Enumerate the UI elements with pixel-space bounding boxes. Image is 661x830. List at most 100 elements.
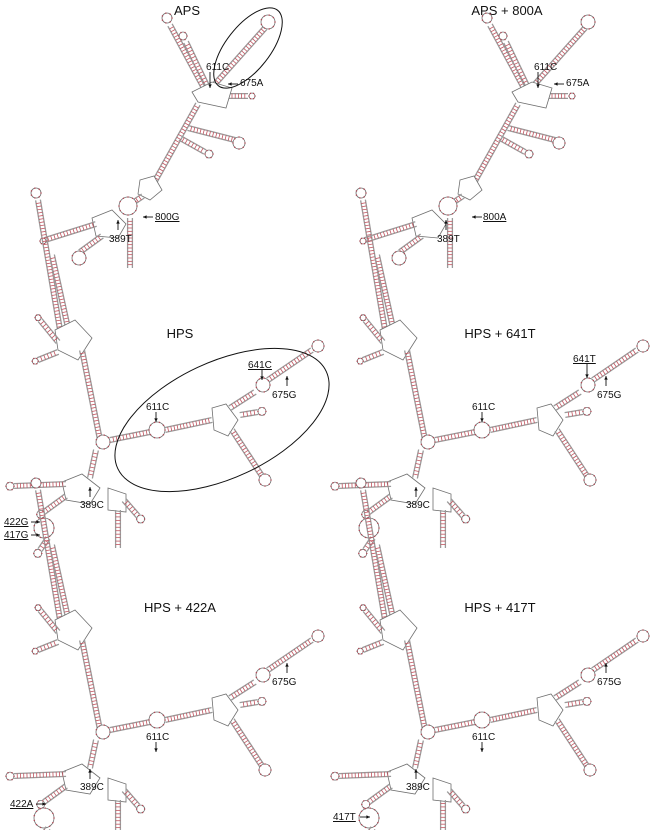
- loop-outline: [461, 804, 471, 814]
- base-pair: [184, 139, 188, 144]
- nucleotide: [263, 15, 266, 17]
- rna-loop: [258, 763, 272, 777]
- base-pair: [55, 572, 61, 575]
- nucleotide: [438, 205, 440, 207]
- base-pair: [579, 756, 584, 760]
- base-pair: [53, 234, 56, 240]
- base-pair: [44, 326, 49, 331]
- mutation-label-611c: 611C: [206, 62, 229, 73]
- base-pair: [242, 447, 247, 451]
- base-pair: [386, 785, 390, 791]
- nucleotide: [585, 483, 587, 485]
- base-pair: [379, 600, 385, 602]
- base-pair: [176, 40, 182, 44]
- base-pair: [189, 63, 194, 67]
- base-pair: [215, 132, 218, 138]
- base-pair: [51, 581, 56, 583]
- base-pair: [495, 716, 498, 722]
- base-pair: [238, 731, 244, 736]
- nucleotide: [259, 414, 261, 416]
- rna-helix: [364, 221, 417, 243]
- nucleotide: [122, 213, 125, 215]
- rna-helix: [228, 389, 257, 411]
- base-pair: [437, 436, 440, 442]
- base-pair: [299, 645, 303, 650]
- nucleotide: [489, 13, 491, 15]
- helix-strand: [240, 703, 259, 709]
- nucleotide: [588, 667, 590, 669]
- base-pair: [409, 664, 415, 667]
- base-pair: [252, 463, 258, 467]
- base-pair: [40, 517, 46, 520]
- base-pair: [304, 641, 309, 646]
- rna-helix: [49, 544, 71, 619]
- mutation-label-417t: 417T: [333, 812, 356, 823]
- nucleotide: [274, 21, 276, 23]
- base-pair: [414, 690, 420, 693]
- base-pair: [416, 459, 422, 462]
- nucleotide: [588, 681, 590, 683]
- rna-helix: [434, 429, 476, 443]
- base-pair: [176, 424, 179, 430]
- nucleotide: [74, 251, 77, 253]
- base-pair: [415, 463, 421, 465]
- nucleotide: [313, 349, 315, 351]
- base-pair: [187, 116, 193, 120]
- base-pair: [274, 662, 278, 667]
- base-pair: [181, 128, 186, 132]
- nucleotide: [360, 810, 363, 813]
- base-pair: [44, 616, 49, 621]
- pointer-arrow: [260, 370, 264, 380]
- nucleotide: [642, 629, 644, 631]
- nucleotide: [593, 483, 595, 485]
- base-pair: [59, 298, 65, 301]
- base-pair: [50, 352, 53, 358]
- rna-helix: [368, 826, 376, 830]
- base-pair: [170, 426, 173, 432]
- rna-loop: [358, 548, 368, 558]
- base-pair: [596, 664, 601, 669]
- base-pair: [236, 729, 242, 733]
- base-pair: [417, 703, 423, 706]
- rna-loop: [30, 477, 42, 489]
- base-pair: [370, 259, 376, 262]
- base-pair: [44, 539, 50, 542]
- base-pair: [58, 585, 64, 588]
- base-pair: [47, 505, 52, 511]
- nucleotide: [33, 552, 35, 555]
- base-pair: [53, 273, 59, 275]
- base-pair: [243, 740, 249, 744]
- base-pair: [375, 284, 380, 287]
- base-pair: [580, 28, 585, 33]
- base-pair: [82, 655, 88, 657]
- multi-branch-loop: [54, 319, 93, 361]
- nucleotide: [483, 436, 486, 439]
- base-pair: [563, 731, 569, 736]
- pointer-arrow: [228, 82, 238, 86]
- rna-helix: [212, 25, 268, 87]
- base-pair: [375, 577, 381, 580]
- rna-loop: [583, 763, 597, 777]
- highlight-ellipse: [114, 347, 330, 493]
- nucleotide: [263, 704, 265, 706]
- pointer-arrow: [414, 487, 418, 497]
- rna-loop: [31, 647, 39, 655]
- nucleotide: [180, 31, 182, 34]
- nucleotide: [317, 641, 319, 643]
- rna-helix: [164, 417, 213, 433]
- base-pair: [450, 434, 453, 440]
- base-pair: [82, 651, 88, 654]
- base-pair: [245, 45, 250, 50]
- base-pair: [377, 587, 383, 590]
- pointer-arrow: [154, 742, 158, 752]
- nucleotide: [169, 21, 171, 23]
- nucleotide: [39, 826, 42, 829]
- nucleotide: [258, 668, 261, 670]
- nucleotide: [317, 351, 319, 353]
- base-pair: [405, 642, 411, 645]
- nucleotide: [361, 513, 363, 516]
- base-pair: [50, 503, 54, 509]
- nucleotide: [359, 187, 361, 189]
- nucleotide: [83, 261, 86, 264]
- base-pair: [387, 604, 393, 607]
